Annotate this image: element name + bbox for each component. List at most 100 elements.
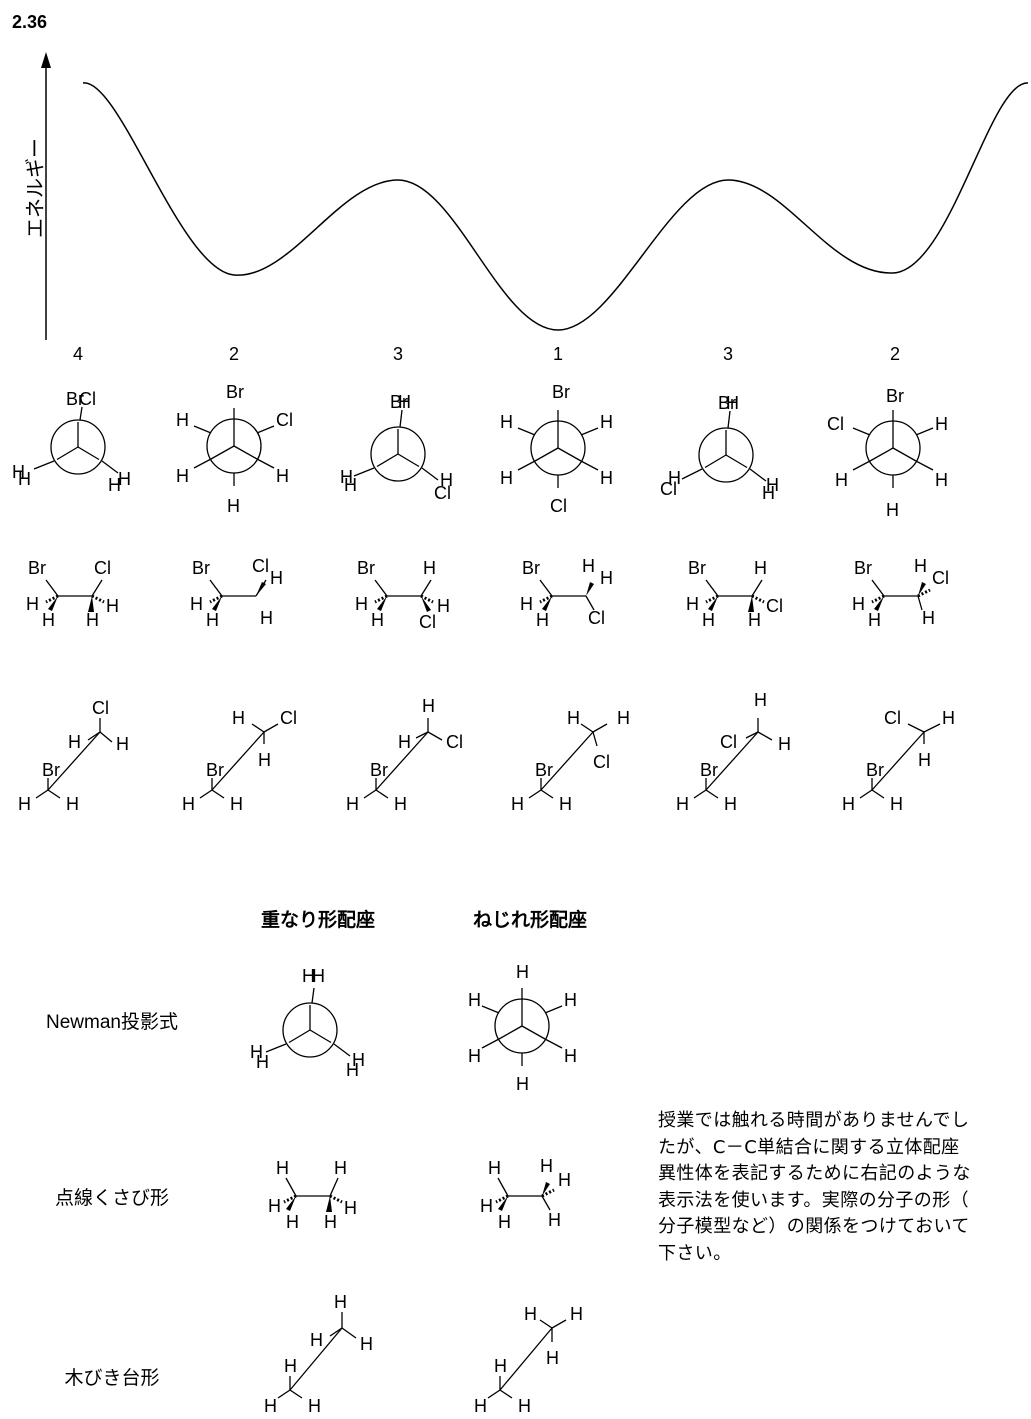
svg-text:H: H <box>564 1046 577 1066</box>
svg-text:H: H <box>344 1198 357 1218</box>
svg-text:Cl: Cl <box>446 732 463 752</box>
svg-text:Cl: Cl <box>932 568 949 588</box>
svg-text:H: H <box>582 556 595 576</box>
svg-text:H: H <box>284 1356 297 1376</box>
svg-text:H: H <box>352 1050 365 1070</box>
svg-text:Br: Br <box>192 558 210 578</box>
sawhorse-row-label: 木びき台形 <box>64 1367 159 1389</box>
svg-text:H: H <box>346 794 359 814</box>
note-line: 異性体を表記するために右記のような <box>658 1163 971 1184</box>
svg-text:Br: Br <box>206 760 224 780</box>
svg-text:Cl: Cl <box>280 708 297 728</box>
svg-text:H: H <box>835 470 848 490</box>
energy-curve <box>82 82 1029 331</box>
svg-text:H: H <box>868 610 881 630</box>
svg-text:H: H <box>600 568 613 588</box>
svg-text:H: H <box>270 568 283 588</box>
svg-text:H: H <box>935 414 948 434</box>
svg-text:H: H <box>190 594 203 614</box>
svg-text:Cl: Cl <box>660 479 677 499</box>
svg-text:H: H <box>754 558 767 578</box>
svg-text:Br: Br <box>535 760 553 780</box>
note-line: 表示法を使います。実際の分子の形（ <box>658 1189 969 1211</box>
svg-text:H: H <box>617 708 630 728</box>
svg-text:Cl: Cl <box>550 496 567 516</box>
svg-text:H: H <box>468 990 481 1010</box>
newman-projection: BrH HCl HH <box>660 393 779 503</box>
svg-text:H: H <box>260 608 273 628</box>
conformer-number-3: 3 <box>393 344 403 364</box>
wedge-row-label: 点線くさび形 <box>55 1187 169 1209</box>
svg-text:Cl: Cl <box>94 558 111 578</box>
svg-text:Cl: Cl <box>884 708 901 728</box>
svg-text:Br: Br <box>522 558 540 578</box>
svg-text:H: H <box>340 467 353 487</box>
svg-text:H: H <box>567 708 580 728</box>
svg-text:Br: Br <box>718 393 736 413</box>
svg-text:H: H <box>748 610 761 630</box>
svg-text:Cl: Cl <box>593 752 610 772</box>
svg-text:H: H <box>423 558 436 578</box>
svg-text:H: H <box>480 1196 493 1216</box>
svg-text:H: H <box>516 1074 529 1094</box>
svg-text:H: H <box>68 732 81 752</box>
svg-text:H: H <box>232 708 245 728</box>
svg-text:H: H <box>440 470 453 490</box>
svg-text:H: H <box>355 594 368 614</box>
svg-text:H: H <box>724 794 737 814</box>
svg-text:H: H <box>334 1158 347 1178</box>
staggered-column-header: ねじれ形配座 <box>473 908 587 931</box>
svg-text:H: H <box>268 1196 281 1216</box>
svg-text:H: H <box>511 794 524 814</box>
problem-number: 2.36 <box>12 12 47 32</box>
svg-text:H: H <box>18 469 31 489</box>
svg-text:H: H <box>276 1158 289 1178</box>
svg-text:H: H <box>842 794 855 814</box>
svg-text:H: H <box>182 794 195 814</box>
svg-text:H: H <box>890 794 903 814</box>
svg-text:H: H <box>437 596 450 616</box>
svg-text:H: H <box>176 466 189 486</box>
svg-text:Br: Br <box>28 558 46 578</box>
svg-text:Br: Br <box>357 558 375 578</box>
svg-text:H: H <box>540 1156 553 1176</box>
svg-text:H: H <box>922 608 935 628</box>
svg-text:H: H <box>564 990 577 1010</box>
svg-text:H: H <box>256 1052 269 1072</box>
svg-text:H: H <box>942 708 955 728</box>
svg-text:H: H <box>12 462 25 482</box>
svg-text:H: H <box>118 469 131 489</box>
svg-text:Cl: Cl <box>720 732 737 752</box>
conformer-number-6: 2 <box>890 344 900 364</box>
svg-text:Br: Br <box>886 386 904 406</box>
svg-text:H: H <box>676 794 689 814</box>
svg-text:H: H <box>176 410 189 430</box>
svg-text:H: H <box>398 392 411 412</box>
svg-text:Br: Br <box>700 760 718 780</box>
svg-text:H: H <box>600 468 613 488</box>
svg-text:H: H <box>264 1396 277 1416</box>
svg-text:H: H <box>360 1334 373 1354</box>
note-line: 下さい。 <box>658 1242 732 1264</box>
svg-text:H: H <box>86 610 99 630</box>
svg-text:H: H <box>778 734 791 754</box>
svg-text:H: H <box>308 1396 321 1416</box>
svg-text:H: H <box>524 1304 537 1324</box>
conformer-number-1: 4 <box>73 344 83 364</box>
svg-text:Br: Br <box>688 558 706 578</box>
svg-text:Cl: Cl <box>827 414 844 434</box>
conformer-number-4: 1 <box>553 344 563 364</box>
svg-text:H: H <box>398 732 411 752</box>
svg-text:Br: Br <box>66 389 84 409</box>
svg-text:Cl: Cl <box>92 698 109 718</box>
